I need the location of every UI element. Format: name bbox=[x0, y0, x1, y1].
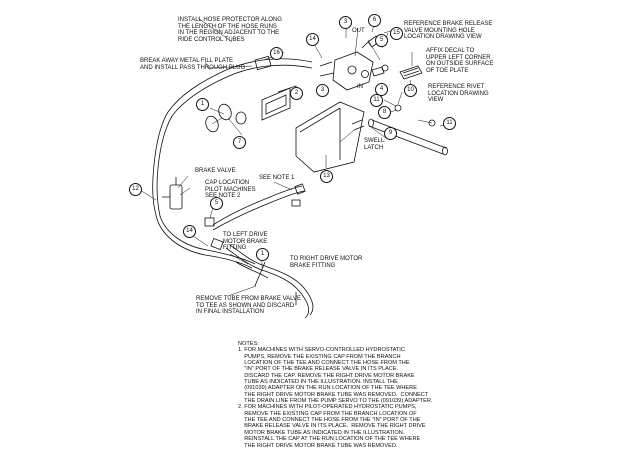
label-ref-rivet: REFERENCE RIVET LOCATION DRAWING VIEW bbox=[428, 84, 489, 104]
hose-run-left bbox=[152, 111, 169, 216]
hose-run-bottom-b bbox=[159, 215, 256, 265]
callout-16: 16 bbox=[270, 47, 283, 60]
callout-11b: 11 bbox=[443, 117, 456, 130]
tube-removed bbox=[235, 261, 269, 279]
fill-plate bbox=[254, 55, 272, 71]
fitting-4 bbox=[371, 66, 385, 77]
toe-plate-panel bbox=[295, 101, 365, 173]
notes-block: NOTES: 1. FOR MACHINES WITH SERVO-CONTRO… bbox=[238, 341, 498, 449]
label-remove-tube: REMOVE TUBE FROM BRAKE VALVE TO TEE AS S… bbox=[196, 296, 302, 316]
brake-release-valve-body bbox=[332, 51, 374, 91]
callout-1: 1 bbox=[196, 98, 209, 111]
callout-13: 13 bbox=[320, 170, 333, 183]
callout-12: 12 bbox=[129, 183, 142, 196]
rod bbox=[371, 119, 447, 149]
hose-end-7 bbox=[218, 103, 232, 121]
label-swell-latch: SWELL LATCH bbox=[364, 138, 385, 151]
note-1: 1. FOR MACHINES WITH SERVO-CONTROLLED HY… bbox=[238, 347, 433, 405]
note-2: 2. FOR MACHINES WITH PILOT-OPERATED HYDR… bbox=[238, 404, 426, 449]
hose-run-left-b bbox=[156, 115, 173, 217]
rivet bbox=[394, 104, 402, 112]
callout-15: 15 bbox=[390, 27, 403, 40]
callout-3b: 3 bbox=[316, 84, 329, 97]
label-affix-decal: AFFIX DECAL TO UPPER LEFT CORNER ON OUTS… bbox=[426, 48, 494, 74]
callout-14: 14 bbox=[306, 33, 319, 46]
label-to-left-drive: TO LEFT DRIVE MOTOR BRAKE FITTING bbox=[223, 232, 268, 252]
tube-see-note-1 bbox=[212, 185, 303, 226]
label-see-note-1: SEE NOTE 1 bbox=[259, 175, 295, 181]
label-install-hose-protector: INSTALL HOSE PROTECTOR ALONG THE LENGTH … bbox=[178, 17, 282, 43]
label-to-right-drive: TO RIGHT DRIVE MOTOR BRAKE FITTING bbox=[290, 256, 363, 269]
callout-11: 11 bbox=[370, 94, 383, 107]
callout-5b: 5 bbox=[210, 197, 223, 210]
notes-title: NOTES: bbox=[238, 341, 259, 347]
brake-valve bbox=[169, 184, 183, 210]
decal bbox=[399, 65, 423, 80]
label-out: OUT bbox=[352, 28, 365, 34]
callout-2: 2 bbox=[290, 87, 303, 100]
hose-end-1 bbox=[205, 115, 219, 133]
label-break-away-plate: BREAK AWAY METAL FILL PLATE AND INSTALL … bbox=[140, 58, 246, 71]
label-ref-brake-release: REFERENCE BRAKE RELEASE VALVE MOUNTING H… bbox=[404, 21, 493, 41]
hose-run-upper-b bbox=[171, 64, 313, 117]
callout-14b: 14 bbox=[183, 225, 196, 238]
callout-5: 5 bbox=[375, 34, 388, 47]
tube-right-drive bbox=[225, 247, 310, 319]
callout-7: 7 bbox=[233, 136, 246, 149]
callout-8: 8 bbox=[378, 106, 391, 119]
mount-bracket bbox=[261, 87, 291, 121]
label-cap-location: CAP LOCATION PILOT MACHINES SEE NOTE 2 bbox=[205, 180, 256, 200]
callout-3: 3 bbox=[339, 16, 352, 29]
callout-10: 10 bbox=[404, 84, 417, 97]
label-brake-valve: BRAKE VALVE bbox=[195, 168, 236, 174]
hose-run-bottom bbox=[155, 214, 253, 269]
label-in: IN bbox=[357, 84, 363, 90]
hose-run-upper bbox=[167, 58, 313, 113]
callout-6: 6 bbox=[368, 14, 381, 27]
callout-9: 9 bbox=[384, 127, 397, 140]
callout-1b: 1 bbox=[256, 248, 269, 261]
